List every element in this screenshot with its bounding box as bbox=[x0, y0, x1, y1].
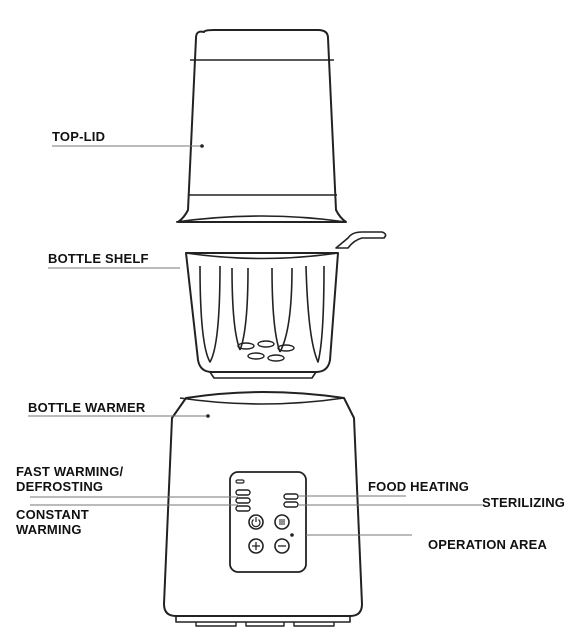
plus-button[interactable] bbox=[248, 538, 264, 554]
fast-warming-label-line2: DEFROSTING bbox=[16, 479, 104, 494]
menu-icon bbox=[279, 519, 285, 525]
plus-icon bbox=[252, 542, 260, 550]
top-lid-part bbox=[175, 29, 347, 223]
top-lid-label: TOP-LID bbox=[52, 129, 106, 144]
operation-panel bbox=[229, 471, 307, 573]
operation-area-label: OPERATION AREA bbox=[428, 537, 548, 552]
food-heating-label: FOOD HEATING bbox=[368, 479, 470, 494]
leader-lines bbox=[28, 145, 482, 536]
menu-button[interactable] bbox=[274, 514, 290, 530]
bottle-shelf-label: BOTTLE SHELF bbox=[48, 251, 149, 266]
power-icon bbox=[251, 517, 261, 528]
constant-warming-label-line1: CONSTANT bbox=[16, 507, 89, 522]
power-button[interactable] bbox=[248, 514, 264, 530]
sterilizing-label: STERILIZING bbox=[482, 495, 566, 510]
minus-button[interactable] bbox=[274, 538, 290, 554]
bottle-shelf-part bbox=[185, 231, 387, 379]
constant-warming-label-line2: WARMING bbox=[16, 522, 82, 537]
fast-warming-label-line1: FAST WARMING/ bbox=[16, 464, 124, 479]
bottle-warmer-label: BOTTLE WARMER bbox=[28, 400, 146, 415]
